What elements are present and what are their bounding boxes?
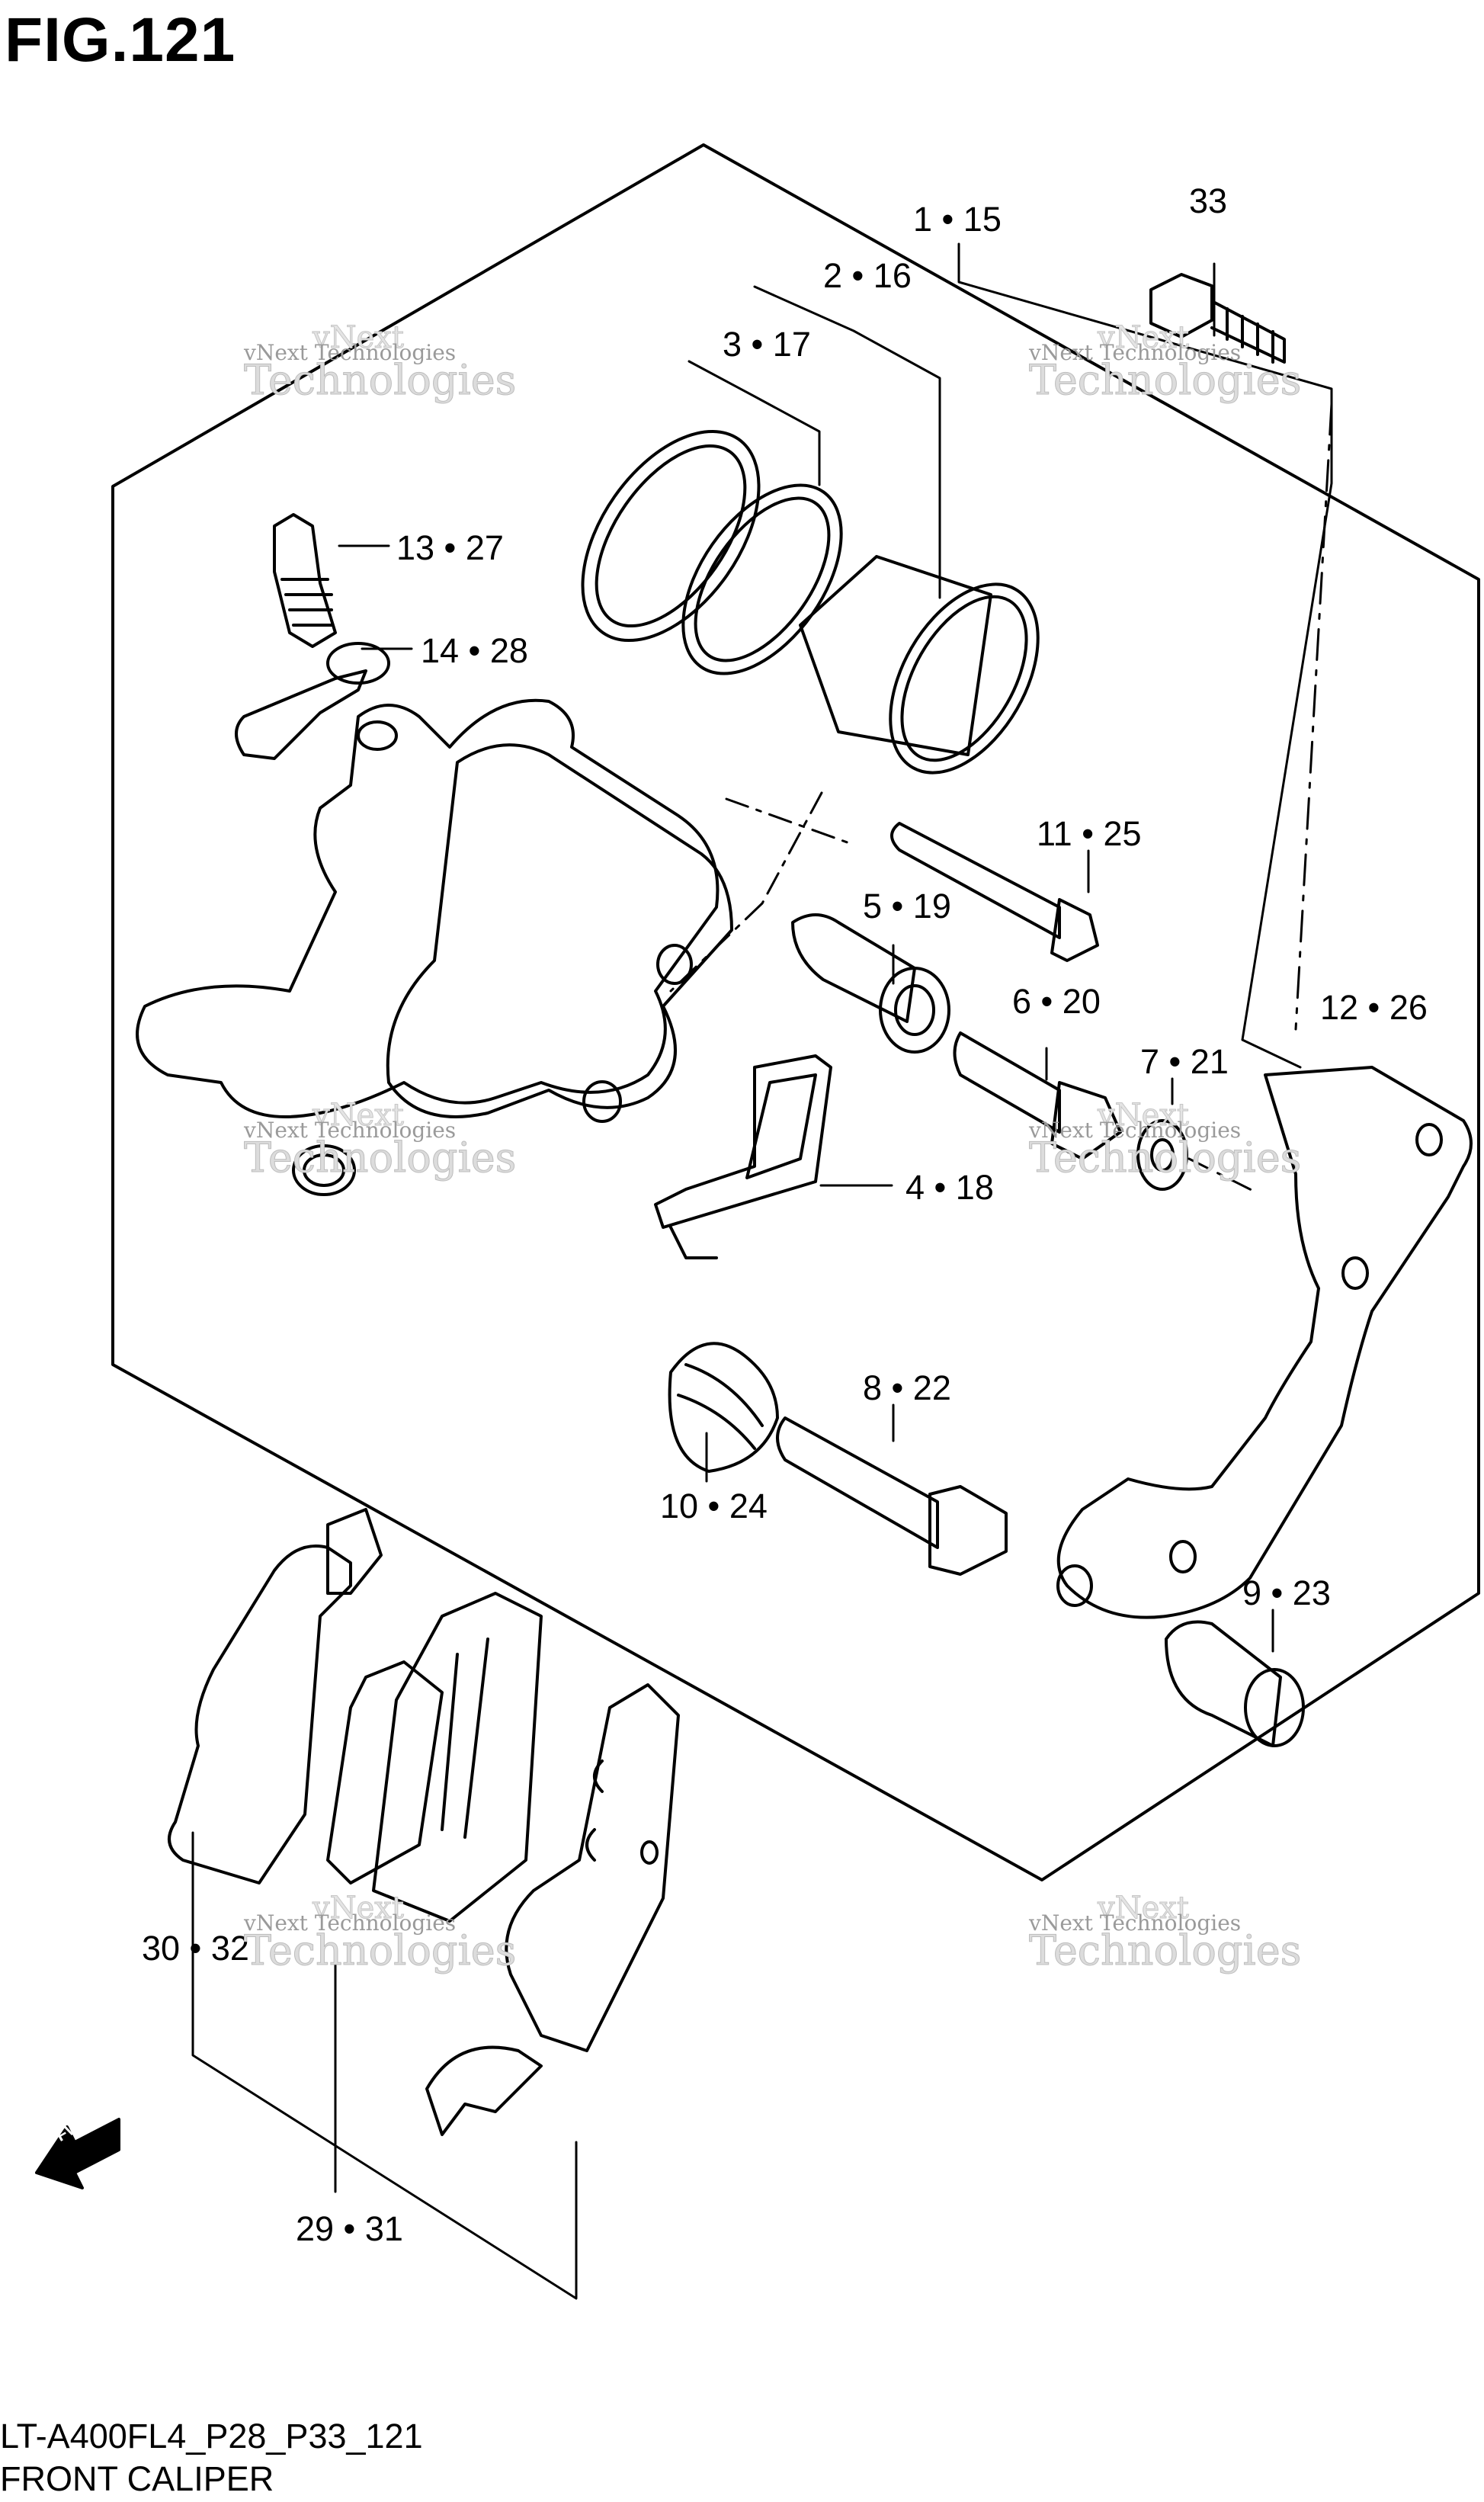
guide-pin-8 bbox=[776, 1416, 1008, 1576]
fwd-arrow-icon bbox=[35, 2118, 120, 2189]
guide-pin-11 bbox=[890, 822, 1099, 962]
caliper-body bbox=[136, 698, 733, 1196]
boot-10 bbox=[668, 1342, 779, 1473]
callout-29-31: 29 • 31 bbox=[296, 2209, 403, 2248]
bushing-9 bbox=[1165, 1620, 1305, 1747]
brake-pad-inner bbox=[326, 1592, 543, 1923]
callout-7-21: 7 • 21 bbox=[1140, 1042, 1229, 1081]
assembly-outline-box bbox=[111, 143, 1480, 1881]
leader-lines bbox=[191, 242, 1333, 2300]
callout-11-25: 11 • 25 bbox=[1037, 814, 1142, 853]
callout-5-19: 5 • 19 bbox=[863, 887, 951, 925]
callout-6-20: 6 • 20 bbox=[1012, 982, 1101, 1021]
washer-7 bbox=[1136, 1119, 1188, 1191]
washer-7-hole bbox=[1150, 1138, 1175, 1172]
callout-12-26: 12 • 26 bbox=[1320, 988, 1428, 1027]
callout-33: 33 bbox=[1189, 181, 1228, 220]
callout-2-16: 2 • 16 bbox=[823, 256, 912, 295]
brake-pad-outer bbox=[168, 1508, 383, 1885]
callout-10-24: 10 • 24 bbox=[660, 1487, 768, 1525]
callout-4-18: 4 • 18 bbox=[905, 1168, 994, 1207]
callout-14-28: 14 • 28 bbox=[421, 631, 528, 670]
seal-rings bbox=[581, 429, 843, 675]
callout-3-17: 3 • 17 bbox=[723, 325, 811, 364]
callout-13-27: 13 • 27 bbox=[396, 528, 504, 567]
sleeve-5 bbox=[791, 913, 950, 1054]
bleeder-screw bbox=[235, 513, 390, 760]
callout-8-22: 8 • 22 bbox=[863, 1368, 951, 1407]
pad-spring-4 bbox=[654, 1054, 832, 1259]
callout-1-15: 1 • 15 bbox=[913, 200, 1002, 239]
model-code: LT-A400FL4_P28_P33_121 bbox=[0, 2417, 423, 2455]
bolt-33 bbox=[1149, 273, 1286, 364]
caliper-bracket-12 bbox=[1056, 1066, 1473, 1619]
guide-pin-6 bbox=[953, 1031, 1122, 1160]
piston bbox=[799, 555, 1040, 775]
callout-30-32: 30 • 32 bbox=[142, 1929, 249, 1968]
callout-9-23: 9 • 23 bbox=[1242, 1573, 1331, 1612]
pad-shim bbox=[425, 1683, 680, 2136]
figure-title: FIG.121 bbox=[5, 5, 236, 75]
figure-caption: FRONT CALIPER bbox=[0, 2459, 274, 2498]
